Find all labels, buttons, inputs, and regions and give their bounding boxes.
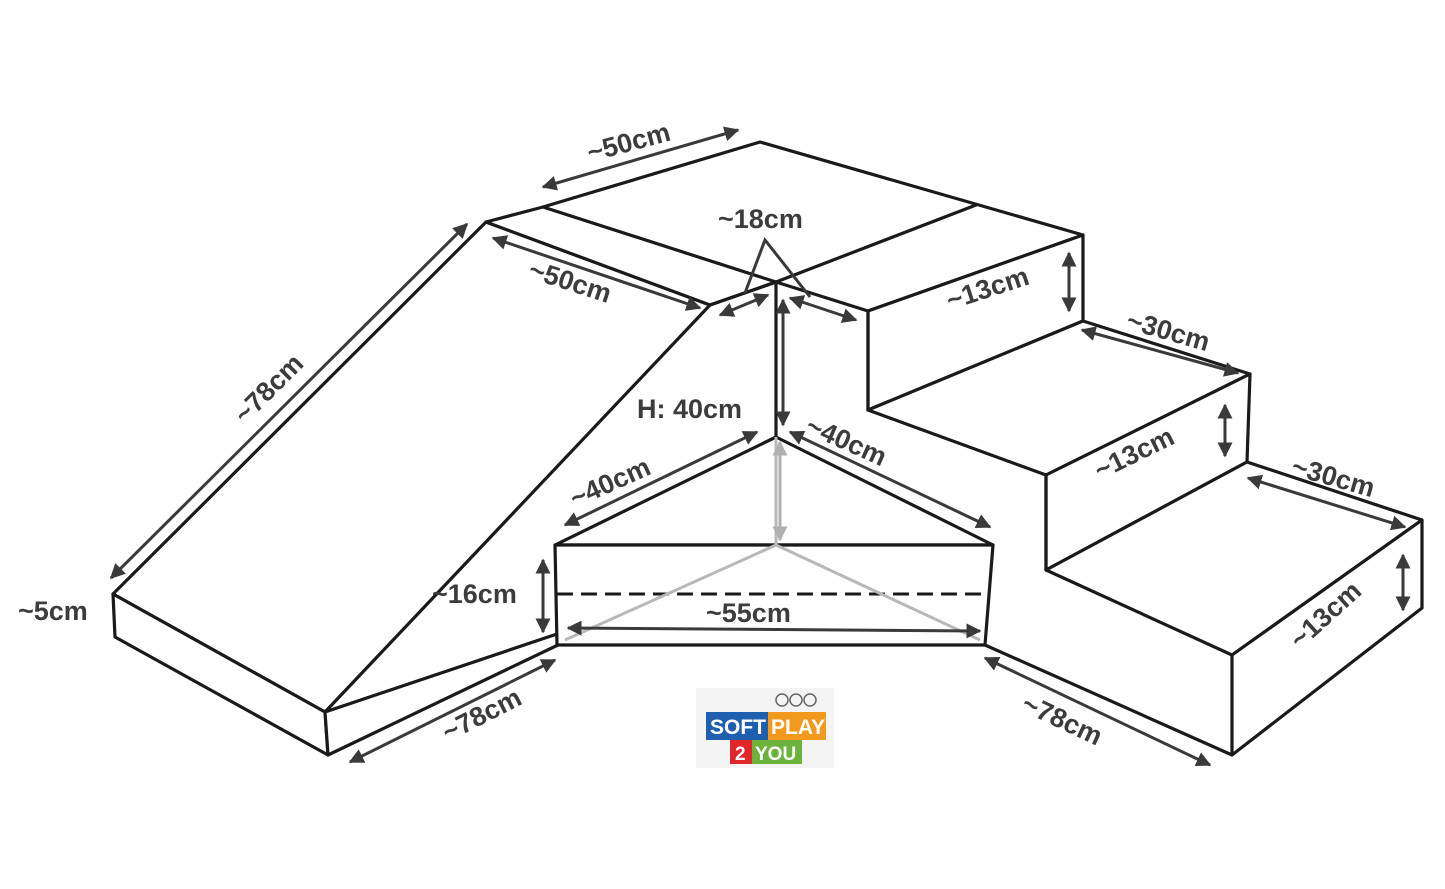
logo-play-text: PLAY xyxy=(771,716,825,739)
label-wedge-front: ~55cm xyxy=(706,598,791,628)
logo-you-box xyxy=(752,740,802,764)
step3-front-face xyxy=(1230,518,1424,757)
logo-play-box xyxy=(768,712,826,740)
logo-two-text: 2 xyxy=(735,744,746,765)
base-edges xyxy=(555,643,1234,757)
logo-balls-icon xyxy=(775,693,817,707)
logo-two-box xyxy=(730,740,752,764)
label-top-width: ~50cm xyxy=(584,117,674,168)
label-height: H: 40cm xyxy=(637,394,742,424)
label-slide-thickness: ~5cm xyxy=(18,596,88,626)
dimension-arrows xyxy=(109,126,1411,767)
brand-logo: SOFT PLAY 2 YOU xyxy=(696,688,834,768)
logo-soft-text: SOFT xyxy=(710,716,766,739)
label-base-right: ~78cm xyxy=(1017,688,1107,751)
label-corner-gap: ~18cm xyxy=(718,204,803,234)
logo-you-text: YOU xyxy=(755,744,796,765)
logo-soft-box xyxy=(706,712,768,740)
label-wedge-height: ~16cm xyxy=(432,579,517,609)
